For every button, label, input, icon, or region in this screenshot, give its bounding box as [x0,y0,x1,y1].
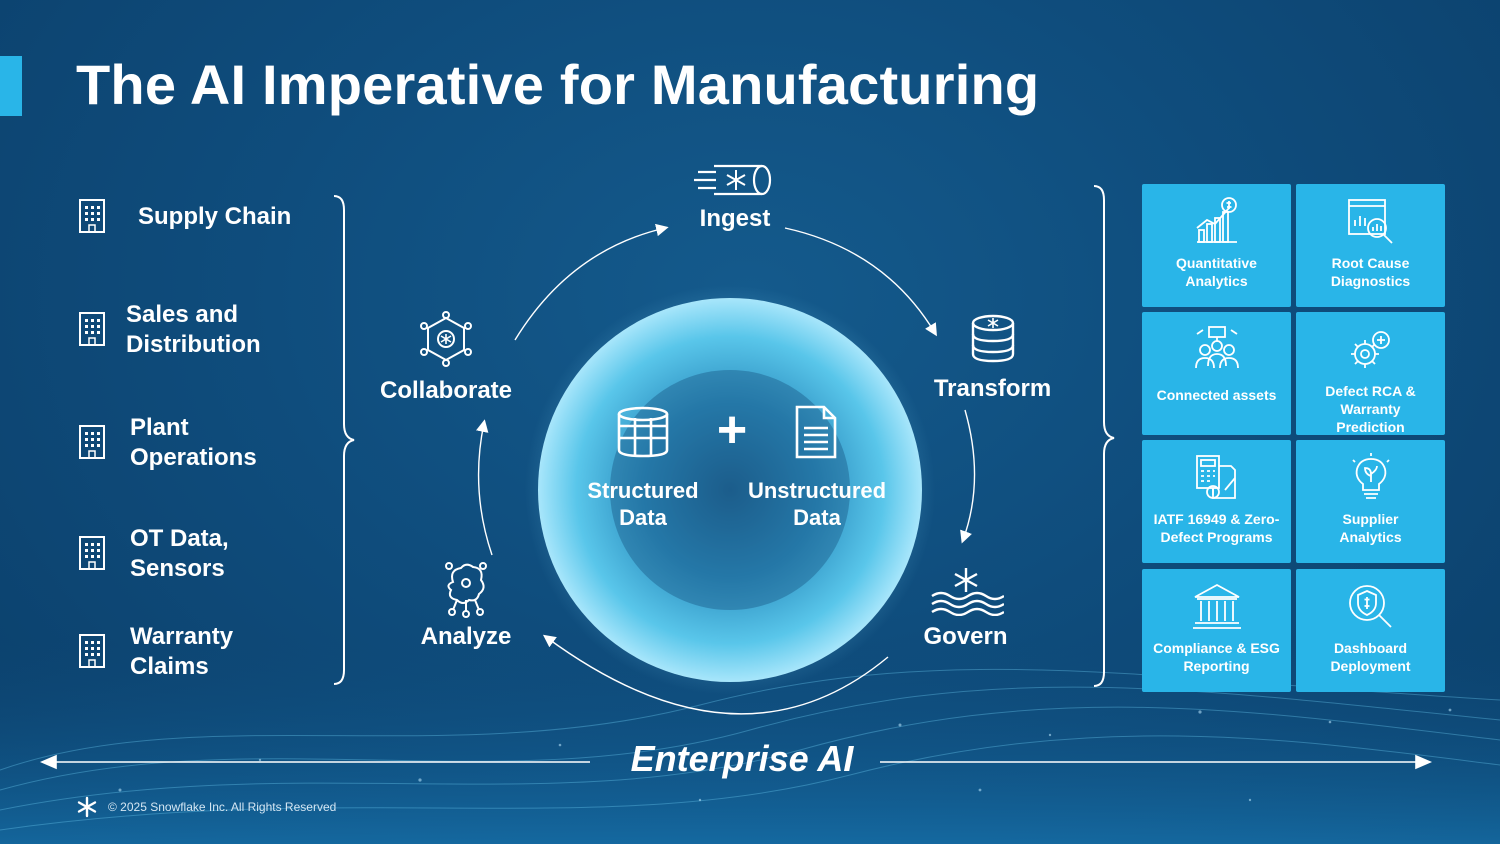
calculator-document-icon [1195,455,1236,499]
database-icon [971,314,1014,363]
node-transform: Transform [920,314,1065,403]
copyright-text: © 2025 Snowflake Inc. All Rights Reserve… [108,800,337,814]
use-case-tile-quantitative-analytics: Quantitative Analytics [1142,184,1291,307]
arrow-right-head [1415,754,1433,770]
brain-icon [445,562,487,618]
node-label: Collaborate [379,377,513,404]
building-icon [79,312,105,346]
source-label: Sales and Distribution [126,301,261,358]
snowflake-pipe-icon [694,164,772,196]
building-icon [79,199,105,233]
source-item-ot-data: OT Data, Sensors [78,524,260,584]
use-case-tile-supplier-analytics: Supplier Analytics [1296,440,1445,563]
use-case-tile-connected-assets: Connected assets [1142,312,1291,435]
lightbulb-icon [1351,453,1390,499]
tile-label: Root Cause Diagnostics [1330,255,1411,289]
unstructured-data-label: Unstructured Data [747,478,887,530]
use-case-tile-compliance: Compliance & ESG Reporting [1142,569,1291,692]
plus-sign: + [716,401,748,459]
node-label: Analyze [420,623,512,650]
institution-icon [1192,583,1241,629]
node-ingest: Ingest [680,160,790,233]
source-label: OT Data, Sensors [130,525,229,582]
use-case-tile-dashboard: Dashboard Deployment [1296,569,1445,692]
tile-label: Dashboard Deployment [1330,640,1411,674]
source-item-sales: Sales and Distribution [78,300,286,360]
node-collaborate: Collaborate [372,310,520,405]
node-govern: Govern [908,566,1023,651]
people-network-icon [1194,326,1239,369]
source-label: Supply Chain [138,203,292,230]
magnifier-chart-icon [1347,199,1393,244]
node-analyze: Analyze [410,560,522,651]
network-hub-icon [420,311,472,367]
source-label: Plant Operations [130,414,257,471]
use-case-tile-iatf: IATF 16949 & Zero-Defect Programs [1142,440,1291,563]
enterprise-ai-label: Enterprise AI [630,738,854,779]
gears-icon [1350,331,1390,368]
shield-search-icon [1348,585,1392,628]
page-title: The AI Imperative for Manufacturing [76,53,1040,116]
chart-coin-icon [1195,197,1237,243]
tile-label: Supplier Analytics [1339,511,1402,545]
arrow-left-head [39,754,57,770]
building-icon [79,425,105,459]
title-accent-bar [0,56,22,116]
building-icon [79,536,105,570]
node-label: Ingest [699,205,771,232]
left-brace [333,195,355,685]
structured-data-label: Structured Data [587,478,699,530]
table-icon [617,406,669,458]
tile-label: Quantitative Analytics [1176,255,1257,289]
use-case-tile-defect-rca: Defect RCA & Warranty Prediction [1296,312,1445,435]
node-label: Transform [933,375,1052,402]
tile-label: Defect RCA & Warranty Prediction [1325,383,1416,435]
source-item-plant-ops: Plant Operations [78,413,280,473]
right-brace [1093,185,1115,687]
tile-label: IATF 16949 & Zero-Defect Programs [1153,511,1280,545]
snowflake-logo-icon [77,796,97,818]
enterprise-ai-arrow [39,754,1433,770]
document-icon [795,405,837,459]
source-label: Warranty Claims [130,623,234,680]
source-item-supply-chain: Supply Chain [78,198,328,236]
tile-label: Connected assets [1156,387,1277,403]
governance-waves-icon [930,568,1005,617]
tile-label: Compliance & ESG Reporting [1153,640,1280,674]
building-icon [79,634,105,668]
source-item-warranty: Warranty Claims [78,622,260,682]
use-case-tile-root-cause: Root Cause Diagnostics [1296,184,1445,307]
node-label: Govern [923,623,1008,650]
